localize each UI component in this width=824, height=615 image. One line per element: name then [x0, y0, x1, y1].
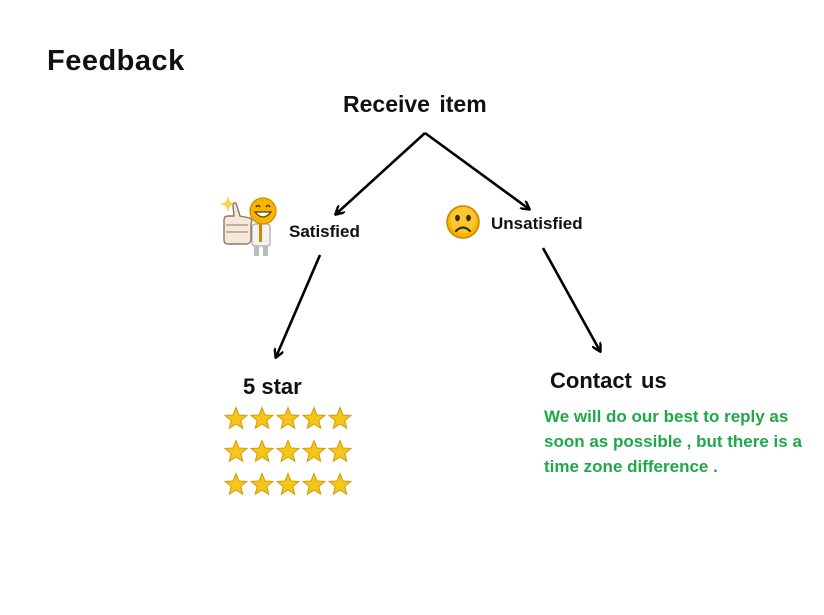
star-icon	[249, 406, 275, 430]
star-icon	[301, 472, 327, 496]
star-icon	[327, 472, 353, 496]
thumbs-up-smiley-icon	[220, 196, 277, 256]
outcome-contact-us: Contact us	[550, 368, 667, 393]
arrow-to-five-star	[276, 254, 322, 357]
arrow-to-contact-us	[541, 247, 600, 351]
star-icon	[301, 406, 327, 430]
contact-note: We will do our best to reply as soon as …	[544, 407, 802, 476]
star-icon	[275, 439, 301, 463]
sad-face-icon	[446, 205, 480, 239]
star-rating-grid	[223, 406, 353, 496]
star-icon	[327, 406, 353, 430]
page-title: Feedback	[47, 45, 185, 77]
arrow-to-satisfied	[336, 132, 426, 214]
root-node-label: Receive item	[343, 91, 487, 117]
arrow-to-unsatisfied	[424, 131, 529, 209]
star-icon	[301, 439, 327, 463]
star-icon	[249, 472, 275, 496]
star-icon	[223, 439, 249, 463]
star-icon	[275, 406, 301, 430]
star-icon	[275, 472, 301, 496]
branch-label-unsatisfied: Unsatisfied	[491, 214, 583, 233]
star-icon	[249, 439, 275, 463]
branch-label-satisfied: Satisfied	[289, 222, 360, 241]
star-icon	[223, 472, 249, 496]
star-icon	[327, 439, 353, 463]
outcome-five-star: 5 star	[243, 374, 302, 399]
star-icon	[223, 406, 249, 430]
